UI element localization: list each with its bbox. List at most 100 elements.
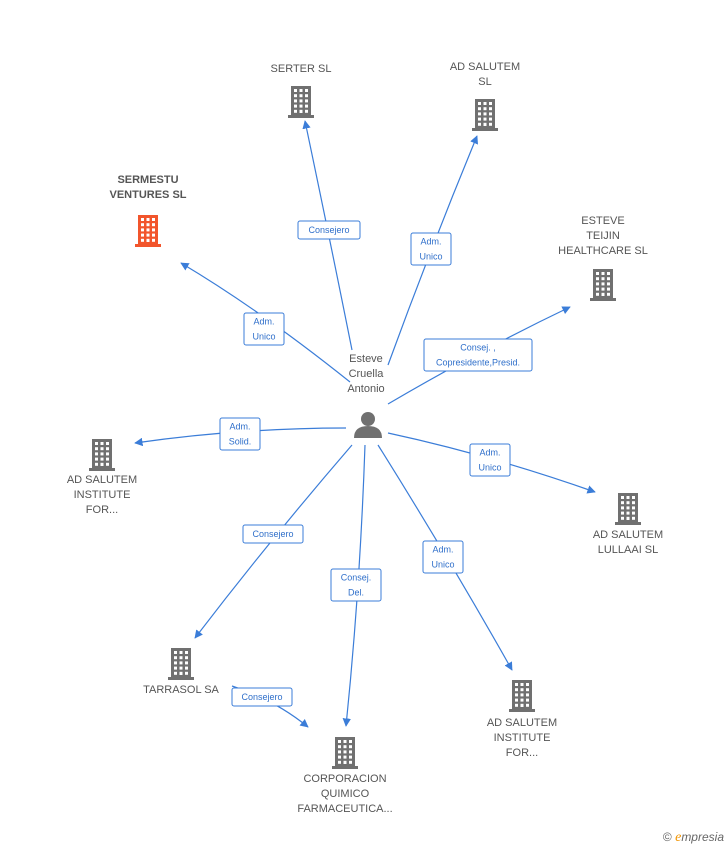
building-icon xyxy=(590,269,616,301)
building-door xyxy=(626,516,630,520)
building-window xyxy=(596,292,599,296)
building-window xyxy=(607,277,610,281)
edge-label-box[interactable]: Adm.Solid. xyxy=(219,417,261,451)
edge-label-line: Adm. xyxy=(253,317,274,327)
building-window xyxy=(305,99,308,103)
label-line: FARMACEUTICA... xyxy=(297,803,392,815)
building-base xyxy=(135,244,161,247)
building-window xyxy=(174,651,177,654)
building-window xyxy=(626,501,630,505)
edge-person-to-adsalutem_lullaai: Adm. Unico xyxy=(387,432,596,494)
building-window xyxy=(601,277,605,281)
label-line: Antonio xyxy=(347,383,384,395)
building-window xyxy=(179,656,183,660)
building-window xyxy=(632,496,635,499)
edge-label-line: Adm. xyxy=(479,448,500,458)
edge-label-box[interactable]: Consejero xyxy=(242,524,304,544)
label-line: ESTEVE xyxy=(581,215,624,227)
building-window xyxy=(483,117,487,121)
building-window xyxy=(349,760,352,764)
building-window xyxy=(152,218,155,221)
edge-label-line: Consejero xyxy=(241,692,282,702)
building-window xyxy=(626,511,630,515)
building-window xyxy=(515,693,518,697)
label-line: HEALTHCARE SL xyxy=(558,245,648,257)
company-name: ESTEVE TEIJIN HEALTHCARE SL xyxy=(558,215,648,257)
building-window xyxy=(338,745,341,749)
edge-label: Consej. ,Copresidente,Presid. xyxy=(436,343,520,368)
label-line: SERTER SL xyxy=(271,63,332,75)
edge-label-border xyxy=(469,443,511,477)
edge-label-box[interactable]: Adm.Unico xyxy=(422,540,464,574)
building-window xyxy=(632,506,635,510)
person-head xyxy=(361,412,375,426)
building-window xyxy=(515,683,518,686)
edge-label-border xyxy=(330,568,382,602)
node-sermestu[interactable]: SERMESTU VENTURES SL xyxy=(109,174,187,247)
edge-person-to-sermestu: Adm.Unico xyxy=(180,262,351,383)
edge-label-line: Unico xyxy=(419,252,442,262)
building-window xyxy=(299,104,303,108)
brand-initial: e xyxy=(675,830,682,845)
building-window xyxy=(141,238,144,242)
building-window xyxy=(478,107,481,111)
building-window xyxy=(179,666,183,670)
building-window xyxy=(106,462,109,466)
edge-label-line: Unico xyxy=(478,463,501,473)
node-serter[interactable]: SERTER SL xyxy=(271,63,332,118)
label-line: TEIJIN xyxy=(586,230,620,242)
building-window xyxy=(478,122,481,126)
building-window xyxy=(174,661,177,665)
node-esteve_teijin[interactable]: ESTEVE TEIJIN HEALTHCARE SL xyxy=(558,215,648,301)
building-window xyxy=(483,102,487,105)
edge-label-box[interactable]: Consej. Del. xyxy=(330,568,382,602)
edge-label-line: Del. xyxy=(348,588,364,598)
building-window xyxy=(526,688,529,692)
edge-label-box[interactable]: Adm.Unico xyxy=(410,232,452,266)
building-window xyxy=(349,740,352,743)
edge-label-line: Consej. xyxy=(341,573,372,583)
building-window xyxy=(305,89,308,92)
company-name: TARRASOL SA xyxy=(143,684,219,696)
building-window xyxy=(299,94,303,98)
building-window xyxy=(621,496,624,499)
building-window xyxy=(152,238,155,242)
building-window xyxy=(179,661,183,665)
building-window xyxy=(632,511,635,515)
edge-label-box[interactable]: Adm. Unico xyxy=(469,443,511,477)
building-base xyxy=(332,766,358,769)
edge-label-box[interactable]: Consejero xyxy=(231,687,293,707)
company-name: SERTER SL xyxy=(271,63,332,75)
brand-rest: mpresia xyxy=(681,830,724,844)
label-line: Cruella xyxy=(349,368,385,380)
building-window xyxy=(349,755,352,759)
edge-person-to-adsalutem_inst1: Adm.Solid. xyxy=(134,417,347,451)
building-window xyxy=(489,112,492,116)
building-window xyxy=(520,683,524,686)
building-icon xyxy=(168,648,194,680)
building-base xyxy=(89,468,115,471)
building-window xyxy=(174,666,177,670)
label-line: AD SALUTEM xyxy=(450,61,520,73)
edge-label-box[interactable]: Consej. ,Copresidente,Presid. xyxy=(423,338,533,372)
building-window xyxy=(305,94,308,98)
node-tarrasol[interactable]: TARRASOL SA xyxy=(143,648,220,696)
edge-label-box[interactable]: Adm.Unico xyxy=(243,312,285,346)
edge-label: Adm.Unico xyxy=(419,237,442,262)
label-line: TARRASOL SA xyxy=(143,684,219,696)
label-line: VENTURES SL xyxy=(109,189,186,201)
edge-label: Adm. Unico xyxy=(478,448,501,473)
edge-label-border xyxy=(242,524,304,544)
label-line: SERMESTU xyxy=(117,174,178,186)
edge-label-border xyxy=(219,417,261,451)
edge-label-box[interactable]: Consejero xyxy=(297,220,361,240)
